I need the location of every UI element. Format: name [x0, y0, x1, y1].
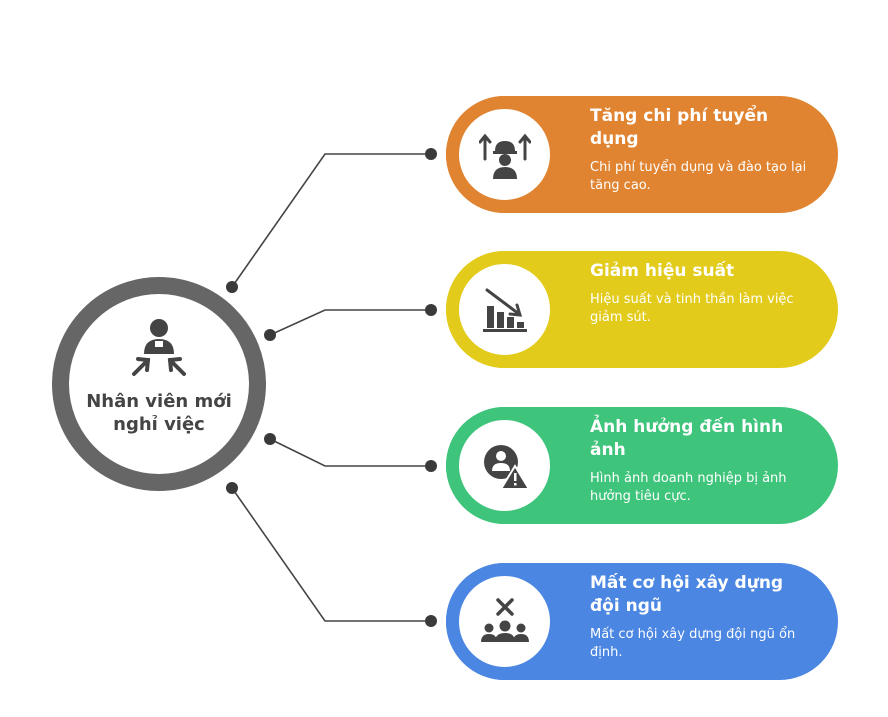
connector-4 [231, 487, 431, 622]
reputation-warning-icon [483, 444, 531, 490]
connector-dot [226, 281, 238, 293]
card-description: Hiệu suất và tinh thần làm việc giảm sút… [590, 292, 794, 325]
connector-dot [425, 148, 437, 160]
card-description: Hình ảnh doanh nghiệp bị ảnh hưởng tiêu … [590, 471, 787, 504]
team-broken-icon [480, 597, 529, 642]
declining-bar-chart-icon [482, 288, 527, 332]
connector-1 [231, 153, 431, 288]
card-reputation: Ảnh hưởng đến hình ảnh Hình ảnh doanh ng… [446, 407, 838, 524]
card-team-building: Mất cơ hội xây dựng đội ngũ Mất cơ hội x… [446, 563, 838, 680]
connector-2 [269, 309, 431, 336]
connector-dot [425, 304, 437, 316]
icon-ring [446, 96, 563, 213]
card-recruitment-cost: Tăng chi phí tuyển dụng Chi phí tuyển dụ… [446, 96, 838, 213]
connector-3 [269, 438, 431, 467]
hub-circle: Nhân viên mới nghỉ việc [52, 277, 266, 491]
connector-dot [425, 615, 437, 627]
connector-dot [264, 433, 276, 445]
card-title: Tăng chi phí tuyển dụng [590, 106, 769, 149]
card-performance-drop: Giảm hiệu suất Hiệu suất và tinh thần là… [446, 251, 838, 368]
card-title: Ảnh hưởng đến hình ảnh [590, 417, 784, 460]
worker-cost-up-icon [478, 133, 531, 179]
connector-dot [264, 329, 276, 341]
card-description: Chi phí tuyển dụng và đào tạo lại tăng c… [590, 160, 807, 193]
icon-ring [446, 563, 563, 680]
icon-ring [446, 251, 563, 368]
hub-title: Nhân viên mới nghỉ việc [86, 391, 232, 435]
connector-dot [226, 482, 238, 494]
icon-ring [446, 407, 563, 524]
connector-dot [425, 460, 437, 472]
card-title: Mất cơ hội xây dựng đội ngũ [590, 573, 784, 616]
card-description: Mất cơ hội xây dựng đội ngũ ổn định. [590, 627, 796, 660]
card-title: Giảm hiệu suất [590, 261, 735, 281]
worker-leaving-icon [132, 319, 186, 376]
